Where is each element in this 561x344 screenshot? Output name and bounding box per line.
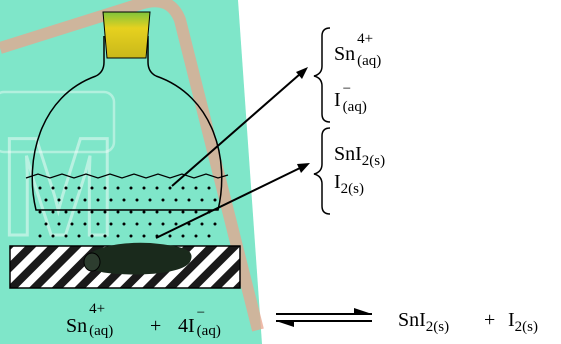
curly-brace-bottom	[313, 127, 331, 215]
particle-dot	[200, 222, 204, 226]
particle-dot	[148, 198, 152, 202]
particle-dot	[187, 198, 191, 202]
particle-dot	[70, 222, 74, 226]
equation-product-tin-iodide: SnI2(s)	[398, 309, 450, 335]
equation-product-iodine: I2(s)	[508, 309, 538, 335]
particle-dot	[213, 222, 217, 226]
particle-dot	[148, 222, 152, 226]
liquid-surface	[25, 173, 229, 179]
particle-dot	[103, 234, 107, 238]
particle-dot	[64, 210, 68, 214]
flask-stopper	[102, 11, 151, 59]
decorative-border	[0, 0, 264, 332]
particle-dot	[38, 210, 42, 214]
particle-dot	[64, 186, 68, 190]
particle-dot	[135, 222, 139, 226]
particle-dot	[109, 198, 113, 202]
particle-dot	[213, 198, 217, 202]
particle-dot	[96, 222, 100, 226]
particle-dot	[44, 222, 48, 226]
particle-dot	[90, 234, 94, 238]
particle-dot	[96, 198, 100, 202]
particle-dot	[181, 186, 185, 190]
particle-dot	[77, 234, 81, 238]
particle-dot	[129, 234, 133, 238]
particle-dot	[129, 210, 133, 214]
particle-dot	[103, 186, 107, 190]
particle-dot	[122, 198, 126, 202]
particle-dot	[194, 234, 198, 238]
particle-dot	[194, 210, 198, 214]
particle-dot	[77, 210, 81, 214]
particle-dot	[38, 234, 42, 238]
particle-dot	[207, 234, 211, 238]
particle-dot	[109, 222, 113, 226]
equation-reactant-iodide: 4I−(aq)	[178, 305, 221, 339]
particle-dot	[83, 198, 87, 202]
particle-dot	[44, 198, 48, 202]
equation-plus-right: +	[484, 309, 496, 331]
particle-dot	[142, 210, 146, 214]
solid-label-iodine: I2(s)	[334, 171, 364, 197]
decorative-sketch-letter: M	[0, 108, 117, 265]
particle-dot	[38, 186, 42, 190]
particle-dot	[168, 234, 172, 238]
ion-label-iodide: I−(aq)	[334, 81, 367, 115]
flask-bulb	[31, 75, 223, 211]
particle-dot	[161, 222, 165, 226]
particle-dot	[116, 234, 120, 238]
particle-dot	[51, 186, 55, 190]
particle-dot	[174, 198, 178, 202]
particle-dot	[64, 234, 68, 238]
particle-dot	[116, 210, 120, 214]
equilibrium-arrows-icon	[276, 308, 372, 327]
particle-dot	[51, 234, 55, 238]
particle-dot	[51, 210, 55, 214]
decorative-sketch-frame	[0, 90, 116, 154]
solid-label-tin-iodide: SnI2(s)	[334, 143, 386, 169]
particle-dot	[181, 210, 185, 214]
flask-neck	[95, 36, 105, 77]
solid-deposit	[85, 242, 192, 275]
particle-dot	[70, 198, 74, 202]
particle-dot	[155, 186, 159, 190]
particle-dot	[174, 222, 178, 226]
particle-dot	[181, 234, 185, 238]
particle-dot	[200, 198, 204, 202]
particle-dot	[168, 210, 172, 214]
particle-dot	[194, 186, 198, 190]
arrow-to-ions	[171, 73, 301, 187]
particle-dot	[135, 198, 139, 202]
equation-plus-left: +	[150, 315, 162, 337]
particle-dot	[142, 234, 146, 238]
particle-dot	[90, 210, 94, 214]
particle-dot	[161, 198, 165, 202]
particle-dot	[142, 186, 146, 190]
particle-dot	[57, 222, 61, 226]
particle-dot	[103, 210, 107, 214]
particle-dot	[207, 186, 211, 190]
particle-dot	[77, 186, 81, 190]
particle-dot	[122, 222, 126, 226]
particle-dot	[83, 222, 87, 226]
dissolved-particles	[38, 186, 217, 238]
particle-dot	[129, 186, 133, 190]
particle-dot	[57, 198, 61, 202]
particle-dot	[168, 186, 172, 190]
arrow-to-solids	[155, 167, 301, 239]
particle-dot	[116, 186, 120, 190]
particle-dot	[90, 186, 94, 190]
particle-dot	[155, 210, 159, 214]
curly-brace-top	[313, 27, 331, 123]
